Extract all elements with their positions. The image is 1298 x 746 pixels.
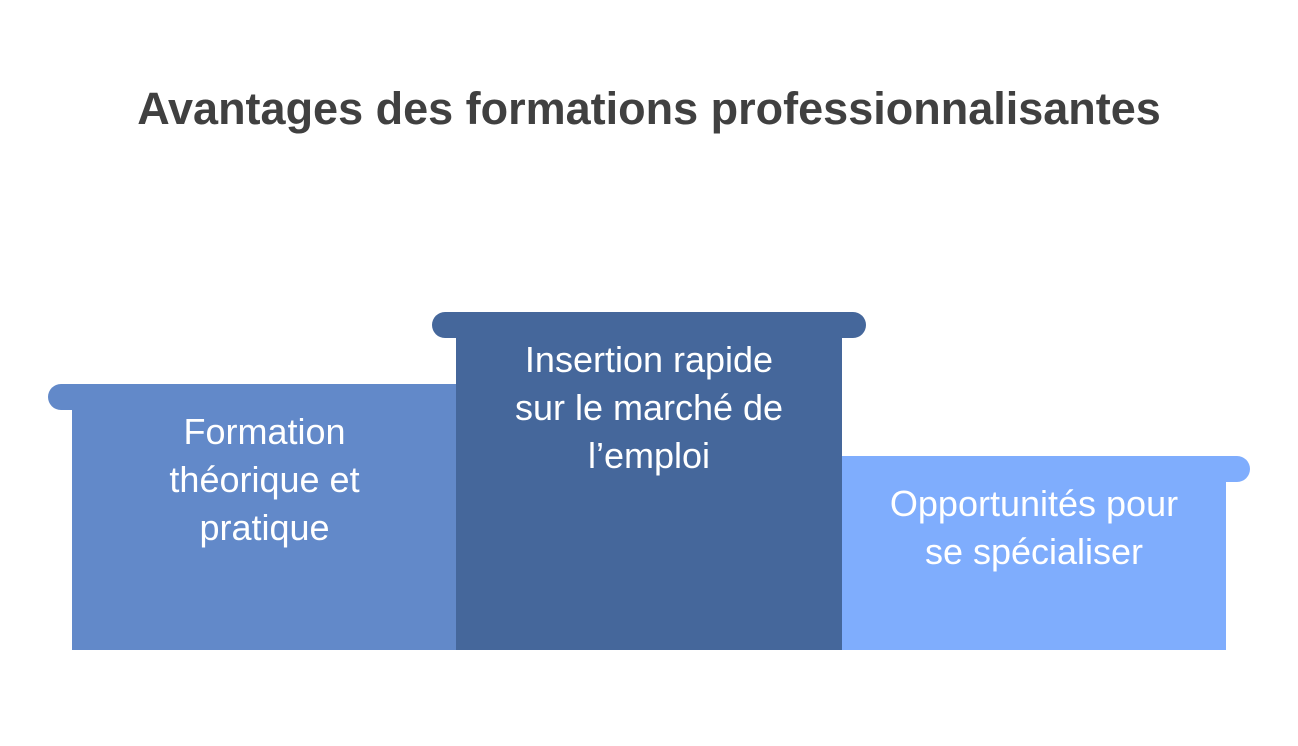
- podium-step-center: Insertion rapide sur le marché de l’empl…: [432, 312, 866, 650]
- podium-step-left-line-1: Formation: [183, 411, 346, 452]
- podium-step-left-body: [72, 397, 457, 650]
- podium-step-right-body: [842, 469, 1226, 650]
- podium-step-center-body: [456, 325, 842, 650]
- podium-step-right-line-1: Opportunités pour: [889, 483, 1179, 524]
- podium-step-right-label: Opportunités pour se spécialiser: [842, 480, 1226, 576]
- podium-step-center-line-2: sur le marché de: [514, 387, 784, 428]
- podium-step-right-line-2: se spécialiser: [924, 531, 1144, 572]
- podium-step-right: Opportunités pour se spécialiser: [818, 456, 1250, 650]
- podium-step-left-label: Formation théorique et pratique: [72, 408, 457, 552]
- podium-step-left-line-3: pratique: [199, 507, 330, 548]
- podium-step-center-line-1: Insertion rapide: [524, 339, 774, 380]
- podium-step-left-line-2: théorique et: [169, 459, 360, 500]
- podium-step-left: Formation théorique et pratique: [48, 384, 481, 650]
- podium-step-center-line-3: l’emploi: [587, 435, 711, 476]
- podium-step-center-label: Insertion rapide sur le marché de l’empl…: [456, 336, 842, 480]
- diagram-title: Avantages des formations professionnalis…: [137, 83, 1161, 134]
